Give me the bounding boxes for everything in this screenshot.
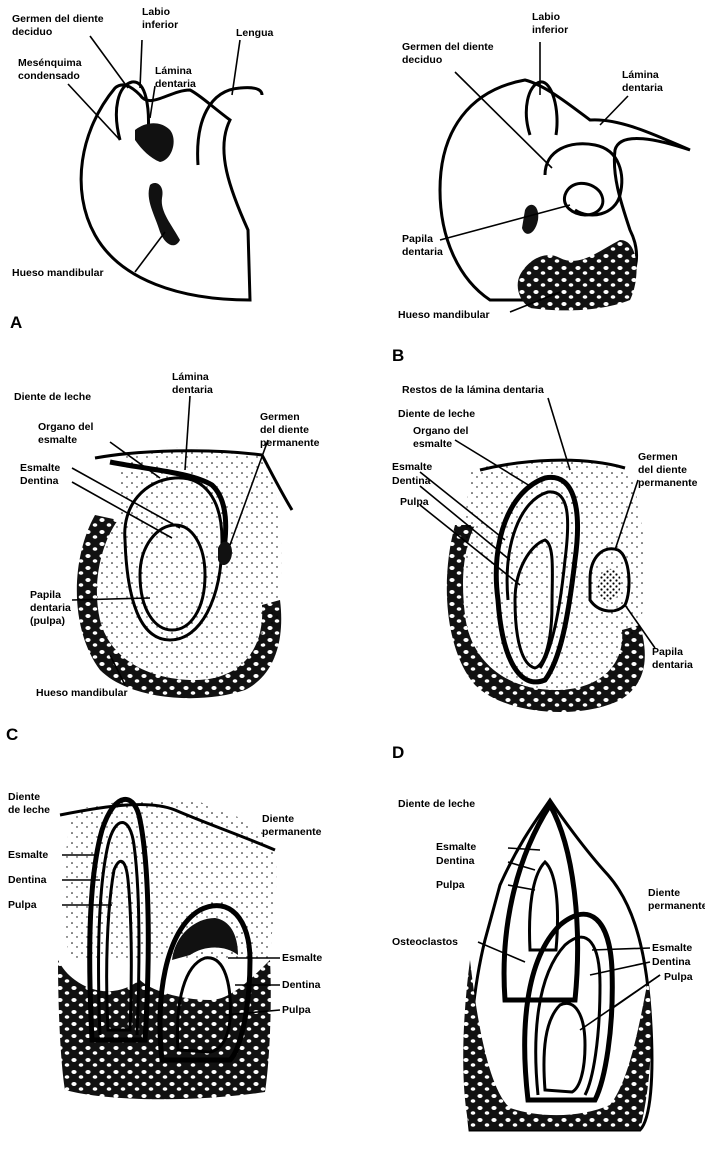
label-d-pulpa: Pulpa xyxy=(400,496,429,508)
label-f-diente-leche: Diente de leche xyxy=(398,798,475,810)
label-e-diente-leche: Dientede leche xyxy=(8,791,50,816)
label-c-lamina: Láminadentaria xyxy=(172,371,213,396)
label-c-hueso: Hueso mandibular xyxy=(36,687,128,699)
label-b-hueso: Hueso mandibular xyxy=(398,309,490,321)
label-e-esmalte2: Esmalte xyxy=(282,952,322,964)
label-d-restos: Restos de la lámina dentaria xyxy=(402,384,544,396)
label-f-esmalte2: Esmalte xyxy=(652,942,692,954)
label-f-esmalte: Esmalte xyxy=(436,841,476,853)
label-a-mesenquima: Mesénquimacondensado xyxy=(18,57,82,82)
panel-b-letter: B xyxy=(392,346,404,365)
panel-c-tissue xyxy=(97,448,281,681)
label-b-lamina: Láminadentaria xyxy=(622,69,663,94)
label-b-labio: Labioinferior xyxy=(532,11,568,36)
panel-d xyxy=(420,398,655,712)
panel-b-enamel-organ xyxy=(545,144,622,215)
label-b-germen: Germen del dientedeciduo xyxy=(402,41,494,66)
panel-c-letter: C xyxy=(6,725,18,744)
label-d-esmalte: Esmalte xyxy=(392,461,432,473)
panel-b-bone xyxy=(518,240,637,310)
label-b-papila: Papiladentaria xyxy=(402,233,443,258)
label-d-dentina: Dentina xyxy=(392,475,431,487)
panel-a-tooth-germ xyxy=(135,123,174,162)
panel-a-bone xyxy=(149,183,180,245)
panel-f-deciduous-tooth xyxy=(504,805,578,1000)
label-c-organo: Organo delesmalte xyxy=(38,421,94,446)
label-c-diente-leche: Diente de leche xyxy=(14,391,91,403)
panel-f xyxy=(463,800,660,1130)
panel-f-deciduous-pulp xyxy=(530,862,558,950)
panel-a-tongue xyxy=(198,88,262,165)
label-c-papila: Papiladentaria(pulpa) xyxy=(30,589,71,627)
panel-f-bone xyxy=(463,960,651,1130)
panel-a-letter: A xyxy=(10,313,22,332)
label-f-dentina2: Dentina xyxy=(652,956,691,968)
panel-b-papilla xyxy=(564,183,602,215)
label-c-esmalte: Esmalte xyxy=(20,462,60,474)
panel-c xyxy=(72,396,292,698)
label-e-dentina2: Dentina xyxy=(282,979,321,991)
panel-b-lip xyxy=(526,82,557,135)
label-d-diente-leche: Diente de leche xyxy=(398,408,475,420)
label-e-dentina: Dentina xyxy=(8,874,47,886)
label-e-pulpa2: Pulpa xyxy=(282,1004,311,1016)
label-a-labio: Labioinferior xyxy=(142,6,178,31)
panel-d-letter: D xyxy=(392,743,404,762)
label-e-esmalte: Esmalte xyxy=(8,849,48,861)
label-f-dentina: Dentina xyxy=(436,855,475,867)
label-d-germen-perm: Germendel dientepermanente xyxy=(638,451,698,489)
label-a-lengua: Lengua xyxy=(236,27,273,39)
label-a-lamina: Láminadentaria xyxy=(155,65,196,90)
label-a-germen: Germen del dientedeciduo xyxy=(12,13,104,38)
label-f-pulpa2: Pulpa xyxy=(664,971,693,983)
label-a-hueso: Hueso mandibular xyxy=(12,267,104,279)
label-d-organo: Organo delesmalte xyxy=(413,425,469,450)
label-d-papila: Papiladentaria xyxy=(652,646,693,671)
label-f-diente-perm: Dientepermanente xyxy=(648,887,705,912)
panel-a xyxy=(0,0,262,300)
label-c-dentina: Dentina xyxy=(20,475,59,487)
panel-e xyxy=(58,799,280,1100)
label-c-germen-perm: Germendel dientepermanente xyxy=(260,411,320,449)
panel-f-permanent-pulp xyxy=(544,1003,585,1092)
label-e-pulpa: Pulpa xyxy=(8,899,37,911)
panel-a-jaw-tissue xyxy=(81,85,250,300)
label-f-pulpa: Pulpa xyxy=(436,879,465,891)
label-e-diente-perm: Dientepermanente xyxy=(262,813,322,838)
label-f-osteoclastos: Osteoclastos xyxy=(392,936,458,948)
panel-b-bone-fragment xyxy=(522,205,538,234)
